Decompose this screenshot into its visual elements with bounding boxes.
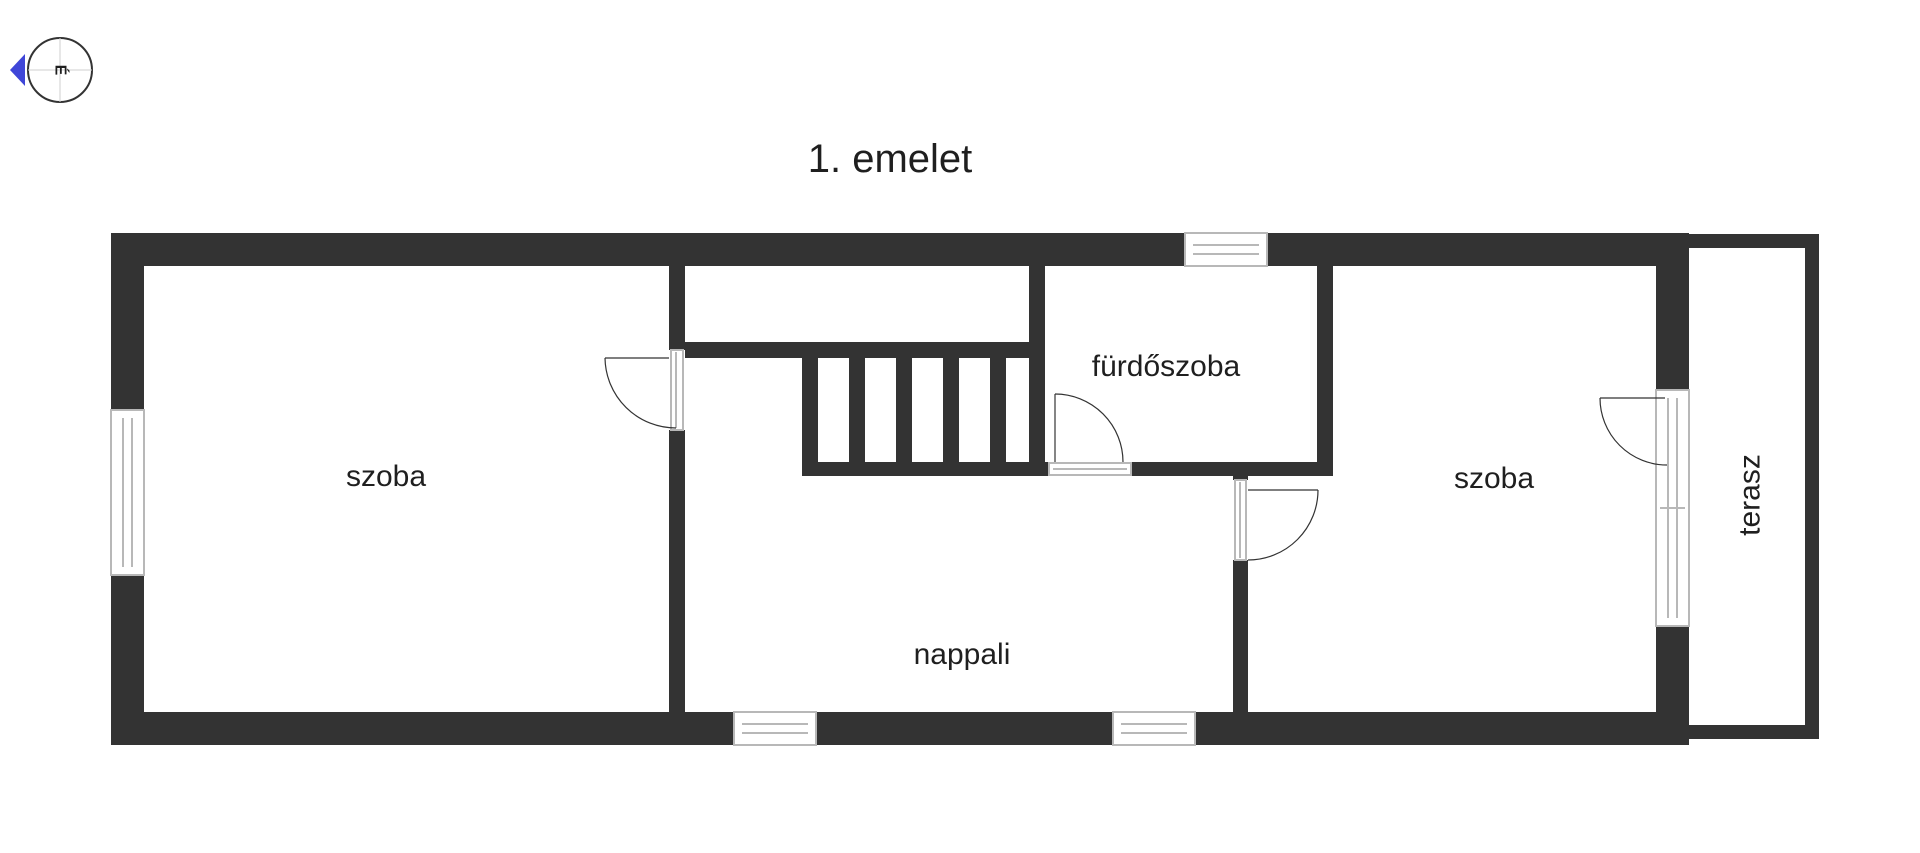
outer-wall-bottom xyxy=(111,712,1689,745)
stair-tread xyxy=(896,358,912,468)
door-bathroom xyxy=(1048,393,1132,476)
wall-bathroom-left xyxy=(1029,266,1045,476)
window-left-room xyxy=(110,409,145,576)
room-label-terrace: terasz xyxy=(1734,454,1767,536)
stair-tread xyxy=(802,358,818,468)
window-bottom-living-2 xyxy=(1112,711,1196,746)
room-label-right: szoba xyxy=(1454,462,1534,495)
door-right-room xyxy=(1233,479,1319,561)
wall-bathroom-right xyxy=(1317,266,1333,476)
terrace-outline xyxy=(1689,234,1819,739)
room-label-living: nappali xyxy=(914,638,1011,671)
room-label-left: szoba xyxy=(346,460,426,493)
doors xyxy=(604,349,1668,561)
window-terrace-door xyxy=(1655,389,1690,627)
outer-wall-top xyxy=(111,233,1689,266)
wall-left-room-divider xyxy=(669,266,685,712)
window-bottom-living-1 xyxy=(733,711,817,746)
floor-title: 1. emelet xyxy=(808,137,973,181)
staircase xyxy=(802,358,1006,468)
door-terrace xyxy=(1599,397,1668,466)
windows xyxy=(110,232,1690,746)
compass: É xyxy=(10,37,93,103)
compass-direction-label: É xyxy=(52,65,71,76)
north-arrow-icon xyxy=(10,54,25,86)
window-top-bathroom xyxy=(1184,232,1268,267)
wall-stair-top xyxy=(685,342,1031,358)
stair-tread xyxy=(849,358,865,468)
door-left-room xyxy=(604,349,685,431)
stair-tread xyxy=(943,358,959,468)
stair-tread xyxy=(990,358,1006,468)
room-labels: szoba fürdőszoba nappali szoba terasz xyxy=(346,350,1767,671)
room-label-bathroom: fürdőszoba xyxy=(1092,350,1241,383)
